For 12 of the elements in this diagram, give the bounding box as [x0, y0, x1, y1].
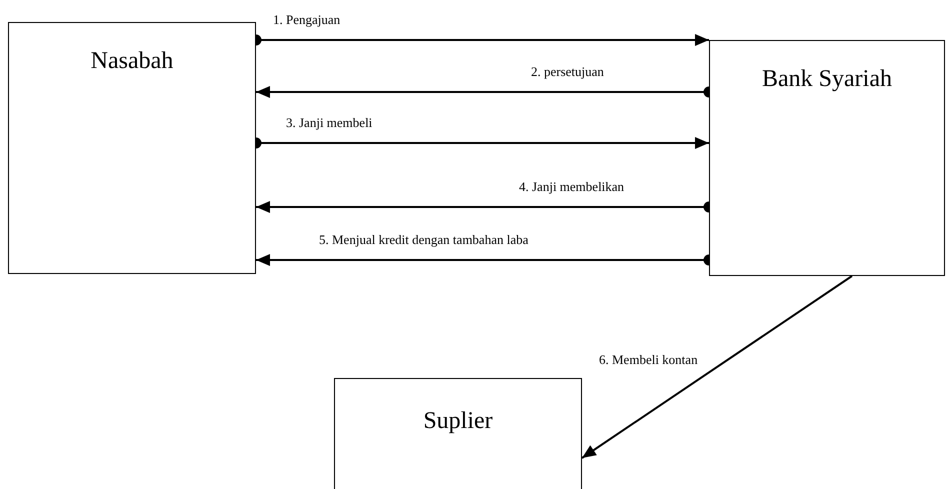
edge-label: 4. Janji membelikan	[518, 179, 626, 195]
entity-box	[709, 40, 945, 276]
edge-label: 3. Janji membeli	[285, 115, 374, 131]
edge-label: 1. Pengajuan	[272, 12, 342, 28]
edge-label: 5. Menjual kredit dengan tambahan laba	[318, 232, 530, 248]
edge-label: 2. persetujuan	[530, 64, 605, 80]
entity-name: Bank Syariah	[761, 65, 893, 94]
arrow	[581, 275, 853, 459]
entity-box	[334, 378, 582, 489]
entity-name: Nasabah	[90, 47, 174, 76]
entity-name: Suplier	[422, 407, 494, 436]
entity-box	[8, 22, 256, 274]
